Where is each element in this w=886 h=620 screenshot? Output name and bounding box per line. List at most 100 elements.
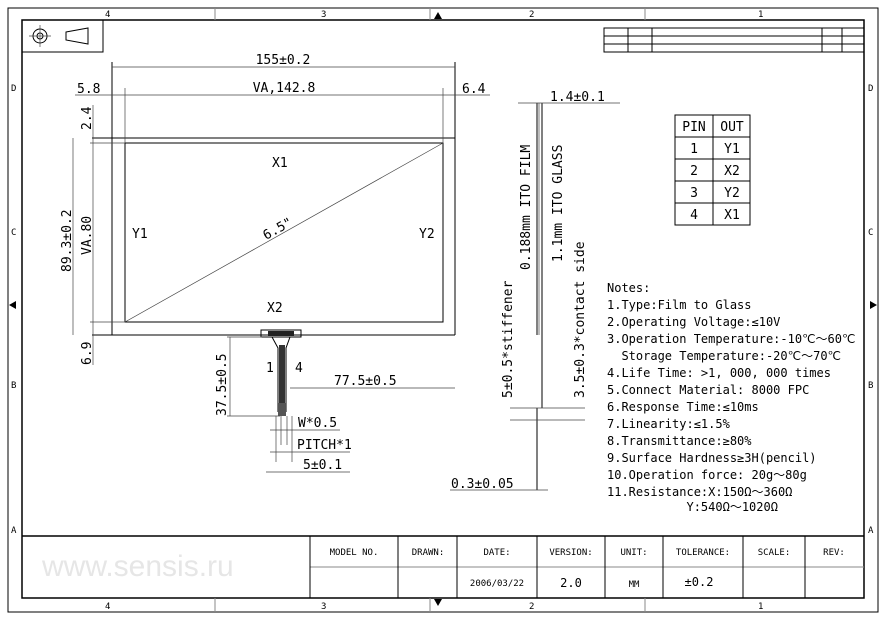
title-block-headers-6-text: SCALE: <box>758 548 791 558</box>
panel-right-margin-text: 6.4 <box>462 82 486 97</box>
grid-columns-0-text: 4 <box>105 602 110 612</box>
grid-rows-3-text: A <box>11 526 17 536</box>
panel-left-margin-text: 5.8 <box>77 82 100 97</box>
title-block-headers-5-text: TOLERANCE: <box>676 548 730 558</box>
panel-electrodes-bottom-text: X2 <box>267 301 283 316</box>
outer-border <box>7 7 879 613</box>
pin-table-rows-0-0-text: 1 <box>690 142 698 157</box>
side-view-stiffener-text: 5±0.5*stiffener <box>501 280 516 398</box>
pin-table-rows-0-1-text: Y1 <box>724 142 740 157</box>
notes: Notes: 1.Type:Film to Glass 2.Operating … <box>607 281 855 514</box>
grid-rows-1-text: C <box>11 228 16 238</box>
pin-table-rows-2-1-text: Y2 <box>724 186 740 201</box>
notes-items-2-text: 3.Operation Temperature:-10℃～60℃ <box>607 332 855 346</box>
grid-columns-1-text: 3 <box>321 10 326 20</box>
rect-shape <box>21 19 104 53</box>
panel-diagonal-text: 6.5" <box>261 215 296 243</box>
side-view-glass-text: 1.1mm ITO GLASS <box>551 145 566 262</box>
pin-table-rows-1-0-text: 2 <box>690 164 698 179</box>
panel-overall-height-text: 89.3±0.2 <box>60 209 75 272</box>
panel-front-view: 155±0.2 VA,142.8 5.8 6.4 2.4 89.3±0.2 VA… <box>60 53 490 365</box>
grid-columns-2-text: 2 <box>529 602 534 612</box>
side-view-film-text: 0.188mm ITO FILM <box>519 145 534 270</box>
rect-shape <box>278 403 286 416</box>
grid-columns-2-text: 2 <box>529 10 534 20</box>
grid-columns-3-text: 1 <box>758 602 763 612</box>
title-block-headers-2-text: DATE: <box>483 548 510 558</box>
rect-shape <box>268 331 294 336</box>
projection-symbol <box>21 19 104 53</box>
side-view-contact-side-text: 3.5±0.3*contact side <box>573 241 588 398</box>
fpc-offset-text: 77.5±0.5 <box>334 374 397 389</box>
side-view: 1.4±0.1 0.188mm ITO FILM 1.1mm ITO GLASS… <box>450 90 620 492</box>
pin-table-rows-2-0-text: 3 <box>690 186 698 201</box>
pin-table-rows-3-0-text: 4 <box>690 208 698 223</box>
pin-table-headers-1-text: OUT <box>720 120 744 135</box>
fpc-pin-left-text: 1 <box>266 361 274 376</box>
rect-shape <box>279 345 285 411</box>
path-shape <box>271 336 291 412</box>
revision-table <box>603 27 865 53</box>
notes-items-8-text: 8.Transmittance:≥80% <box>607 434 752 448</box>
grid-columns-3-text: 1 <box>758 10 763 20</box>
notes-items-10-text: 10.Operation force: 20g～80g <box>607 468 807 482</box>
notes-items-7-text: 7.Linearity:≤1.5% <box>607 417 731 431</box>
title-block-values-2-text: 2006/03/22 <box>470 579 524 589</box>
fpc-tail: 1 4 37.5±0.5 77.5±0.5 W*0.5 PITCH*1 5±0.… <box>215 329 455 473</box>
title-block-values-3-text: 2.0 <box>560 576 582 590</box>
panel-top-margin-text: 2.4 <box>80 106 95 130</box>
fpc-total-width-text: 5±0.1 <box>303 458 342 473</box>
grid-rows-2-text: B <box>11 381 16 391</box>
notes-items-4-text: 4.Life Time: >1, 000, 000 times <box>607 366 831 380</box>
center-mark-right-icon <box>870 301 877 309</box>
center-mark-left-icon <box>9 301 16 309</box>
title-block-headers-7-text: REV: <box>823 548 845 558</box>
inner-border <box>21 19 865 599</box>
title-block-headers-3-text: VERSION: <box>549 548 592 558</box>
panel-bottom-margin-text: 6.9 <box>80 342 95 365</box>
rect-shape <box>260 329 302 338</box>
notes-title-text: Notes: <box>607 281 650 295</box>
pin-table: PIN OUT 1 Y1 2 X2 3 Y2 4 X1 <box>674 114 751 226</box>
notes-items-0-text: 1.Type:Film to Glass <box>607 298 752 312</box>
grid-rows-0-text: D <box>11 84 16 94</box>
panel-electrodes-right-text: Y2 <box>419 227 435 242</box>
notes-items-3-text: Storage Temperature:-20℃～70℃ <box>607 349 841 363</box>
pin-table-rows-3-1-text: X1 <box>724 208 740 223</box>
grid-columns-1-text: 3 <box>321 602 326 612</box>
notes-items-6-text: 6.Response Time:≤10ms <box>607 400 759 414</box>
notes-items-12-text: Y:540Ω～1020Ω <box>607 500 778 514</box>
title-block-headers-4-text: UNIT: <box>620 548 647 558</box>
notes-items-1-text: 2.Operating Voltage:≤10V <box>607 315 780 329</box>
rect-shape <box>603 27 865 53</box>
center-mark-bottom-icon <box>434 599 442 606</box>
pin-table-rows-1-1-text: X2 <box>724 164 740 179</box>
notes-items-11-text: 11.Resistance:X:150Ω～360Ω <box>607 485 792 499</box>
grid-markers: 4 3 2 1 4 3 2 1 D C B A D C B A <box>9 8 877 612</box>
center-mark-top-icon <box>434 12 442 19</box>
fpc-width-text: W*0.5 <box>298 416 337 431</box>
title-block: www.sensis.ru MODEL NO. DRAWN: DATE: VER… <box>22 535 864 598</box>
viewing-area <box>124 142 444 323</box>
grid-columns-0-text: 4 <box>105 10 110 20</box>
grid-rows-3-text: A <box>868 526 874 536</box>
pin-table-headers-0-text: PIN <box>682 120 705 135</box>
fpc-pin-right-text: 4 <box>295 361 303 376</box>
grid-rows-0-text: D <box>868 84 873 94</box>
panel-overall-width-text: 155±0.2 <box>256 53 311 68</box>
panel-electrodes-top-text: X1 <box>272 156 288 171</box>
panel-electrodes-left-text: Y1 <box>132 227 148 242</box>
title-block-values-4-text: MM <box>629 580 640 590</box>
grid-rows-2-text: B <box>868 381 873 391</box>
diagonal-line <box>124 142 444 323</box>
notes-items-5-text: 5.Connect Material: 8000 FPC <box>607 383 809 397</box>
projection-cone-icon <box>65 27 89 45</box>
watermark: www.sensis.ru <box>41 550 234 583</box>
fpc-pitch-text: PITCH*1 <box>297 438 352 453</box>
notes-items-9-text: 9.Surface Hardness≥3H(pencil) <box>607 451 817 465</box>
side-view-thickness-text: 1.4±0.1 <box>550 90 605 105</box>
panel-va-width-text: VA,142.8 <box>253 81 316 96</box>
panel-va-height-text: VA.80 <box>80 216 95 255</box>
side-view-stiffener-thickness-text: 0.3±0.05 <box>451 477 514 492</box>
